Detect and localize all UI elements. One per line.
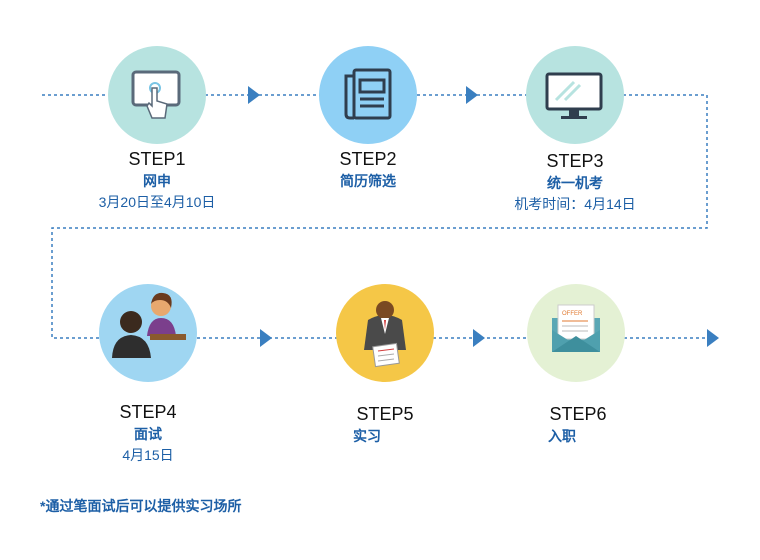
arrow-right-icon [260, 329, 272, 347]
offer-envelope-icon: OFFER [552, 304, 600, 352]
step-name: 面试 [134, 426, 162, 442]
arrow-right-icon [707, 329, 719, 347]
step-date: 机考时间：4月14日 [514, 196, 636, 212]
worker-icon [364, 301, 406, 368]
arrow-right-icon [473, 329, 485, 347]
step2-circle [319, 46, 417, 144]
step-name: 网申 [143, 173, 171, 189]
step5-label-group: STEP5 实习 [285, 403, 485, 447]
step-name: 统一机考 [547, 175, 603, 191]
svg-text:OFFER: OFFER [562, 311, 583, 317]
step3-circle [526, 46, 624, 144]
step2-label-group: STEP2 简历筛选 [268, 148, 468, 192]
step-title: STEP5 [356, 404, 414, 424]
step1-label-group: STEP1 网申 3月20日至4月10日 [57, 148, 257, 212]
step1-circle [108, 46, 206, 144]
step-name: 实习 [353, 428, 381, 444]
arrow-right-icon [248, 86, 260, 104]
arrow-right-icon [466, 86, 478, 104]
arrows [248, 86, 719, 347]
monitor-icon [545, 72, 603, 119]
step-title: STEP3 [546, 151, 604, 171]
step-title: STEP6 [549, 404, 607, 424]
connector-line [51, 94, 708, 339]
step-name: 入职 [548, 428, 576, 444]
interview-icon [112, 292, 186, 358]
step-name: 简历筛选 [340, 173, 396, 189]
connector-lines [42, 94, 708, 339]
step4-label-group: STEP4 面试 4月15日 [48, 401, 248, 465]
step6-label-group: STEP6 入职 [478, 403, 678, 447]
step5-circle [336, 284, 434, 382]
footnote: *通过笔面试后可以提供实习场所 [40, 498, 242, 514]
step4-circle [99, 284, 197, 382]
document-icon [344, 68, 392, 120]
step-title: STEP2 [339, 149, 397, 169]
touchscreen-icon [131, 70, 181, 119]
step-date: 3月20日至4月10日 [98, 194, 216, 210]
step6-circle: OFFER [527, 284, 625, 382]
step-title: STEP4 [119, 402, 177, 422]
step-title: STEP1 [128, 149, 186, 169]
step-date: 4月15日 [122, 447, 174, 463]
step3-label-group: STEP3 统一机考 机考时间：4月14日 [475, 150, 675, 214]
